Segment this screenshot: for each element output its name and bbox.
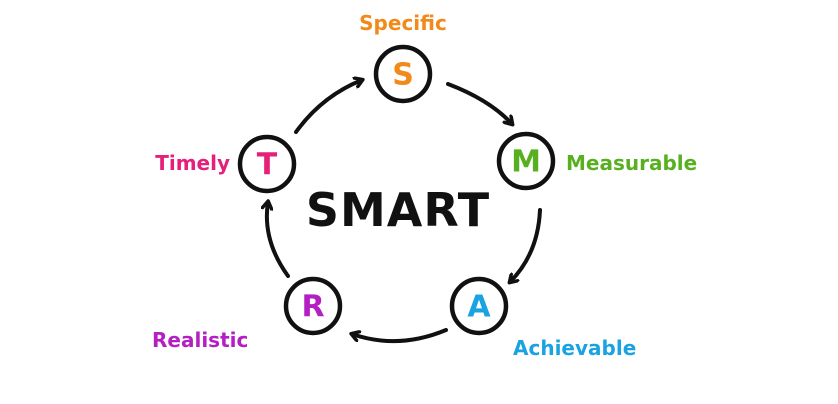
node-specific: S — [373, 44, 433, 104]
node-ring — [283, 276, 343, 336]
node-timely: T — [237, 134, 297, 194]
arrow-a-to-r — [352, 328, 448, 344]
node-achievable: A — [449, 276, 509, 336]
arrow-t-to-s — [294, 80, 362, 134]
node-measurable: M — [496, 131, 556, 191]
label-realistic: Realistic — [152, 328, 248, 352]
node-letter-m: M — [511, 145, 541, 180]
node-realistic: R — [283, 276, 343, 336]
node-ring — [449, 276, 509, 336]
label-specific: Specific — [359, 11, 447, 35]
node-ring — [237, 134, 297, 194]
label-achievable: Achievable — [513, 336, 636, 360]
node-ring — [373, 44, 433, 104]
arrow-r-to-t — [267, 202, 290, 278]
node-letter-r: R — [301, 290, 324, 325]
label-timely: Timely — [155, 151, 230, 175]
label-measurable: Measurable — [566, 151, 697, 175]
center-title: SMART — [306, 183, 490, 237]
arrow-s-to-m — [446, 82, 512, 124]
arrow-m-to-a — [510, 208, 542, 282]
node-ring — [496, 131, 556, 191]
node-letter-a: A — [467, 290, 491, 325]
node-letter-t: T — [257, 148, 278, 183]
node-letter-s: S — [392, 58, 414, 93]
